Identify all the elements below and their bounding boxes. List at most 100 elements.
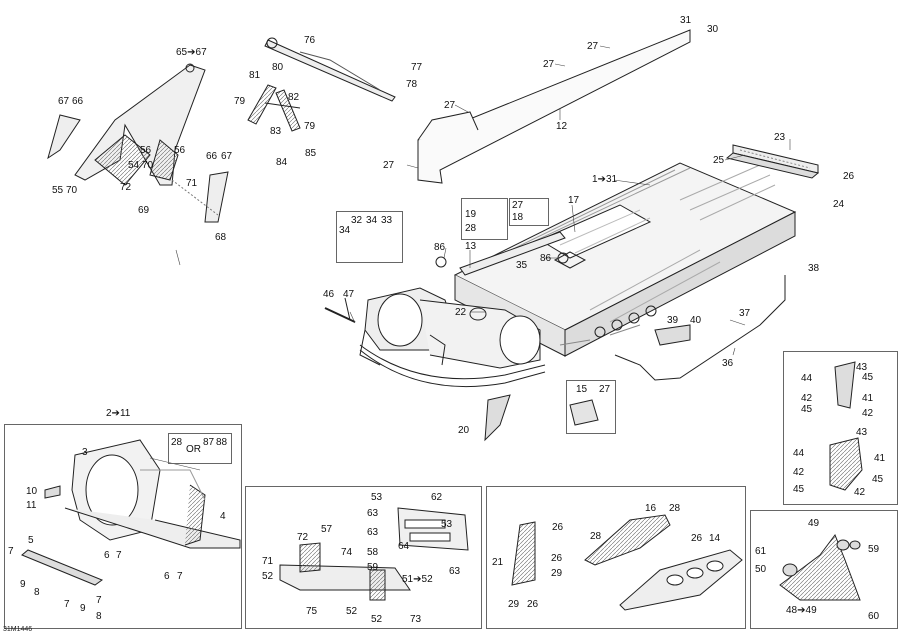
callout-52: 52 xyxy=(371,614,383,625)
callout-26: 26 xyxy=(527,599,539,610)
callout-42: 42 xyxy=(801,393,813,404)
callout-37: 37 xyxy=(739,308,751,319)
callout-53: 53 xyxy=(371,492,383,503)
callout-67: 67 xyxy=(58,96,70,107)
callout-72: 72 xyxy=(297,532,309,543)
callout-7: 7 xyxy=(8,546,14,557)
callout-71: 71 xyxy=(262,556,274,567)
callout-30: 30 xyxy=(707,24,719,35)
bracket-20 xyxy=(484,394,511,442)
callout-7: 7 xyxy=(177,571,183,582)
front-frame xyxy=(359,287,546,388)
callout-42: 42 xyxy=(854,487,866,498)
callout-52: 52 xyxy=(262,571,274,582)
callout-83: 83 xyxy=(270,126,282,137)
callout-86: 86 xyxy=(540,253,552,264)
callout-26: 26 xyxy=(843,171,855,182)
callout-84: 84 xyxy=(276,157,288,168)
rod-36 xyxy=(614,275,786,381)
callout-34: 34 xyxy=(339,225,351,236)
callout-79: 79 xyxy=(234,96,246,107)
callout-73: 73 xyxy=(410,614,422,625)
bracket-15 xyxy=(569,399,599,426)
callout-36: 36 xyxy=(722,358,734,369)
inset-box-cover-parts xyxy=(486,486,746,629)
callout-35: 35 xyxy=(516,260,528,271)
steering-column-support xyxy=(47,63,229,223)
callout-7: 7 xyxy=(64,599,70,610)
callout-80: 80 xyxy=(272,62,284,73)
inset-hitch xyxy=(779,533,861,601)
callout-76: 76 xyxy=(304,35,316,46)
callout-11: 11 xyxy=(26,500,37,511)
callout-64: 64 xyxy=(398,541,410,552)
callout-43: 43 xyxy=(856,427,868,438)
callout-62: 62 xyxy=(431,492,443,503)
callout-60: 60 xyxy=(868,611,880,622)
callout-75: 75 xyxy=(306,606,318,617)
callout-58: 58 xyxy=(367,547,379,558)
callout-28: 28 xyxy=(590,531,602,542)
callout-39: 39 xyxy=(667,315,679,326)
callout-48-49: 48➔49 xyxy=(786,605,817,616)
callout-65-67: 65➔67 xyxy=(176,47,207,58)
callout-25: 25 xyxy=(713,155,725,166)
callout-78: 78 xyxy=(406,79,418,90)
callout-6: 6 xyxy=(164,571,170,582)
callout-33: 33 xyxy=(381,215,393,226)
callout-7: 7 xyxy=(96,595,102,606)
callout-70: 70 xyxy=(66,185,78,196)
inset-cover-parts xyxy=(511,514,743,611)
callout-16: 16 xyxy=(645,503,657,514)
callout-38: 38 xyxy=(808,263,820,274)
callout-70: 70 xyxy=(142,160,154,171)
callout-40: 40 xyxy=(690,315,702,326)
callout-13: 13 xyxy=(465,241,477,252)
callout-20: 20 xyxy=(458,425,470,436)
callout-77: 77 xyxy=(411,62,423,73)
callout-21: 21 xyxy=(492,557,504,568)
callout-66: 66 xyxy=(206,151,218,162)
callout-27: 27 xyxy=(444,100,456,111)
callout-26: 26 xyxy=(551,553,563,564)
callout-8: 8 xyxy=(96,611,102,622)
steering-arm xyxy=(264,37,396,102)
callout-82: 82 xyxy=(288,92,300,103)
callout-45: 45 xyxy=(862,372,874,383)
callout-24: 24 xyxy=(833,199,845,210)
callout-41: 41 xyxy=(874,453,886,464)
callout-85: 85 xyxy=(305,148,317,159)
callout-56: 56 xyxy=(174,145,186,156)
callout-42: 42 xyxy=(793,467,805,478)
inset-box-15-27 xyxy=(566,380,616,434)
callout-26: 26 xyxy=(691,533,703,544)
callout-27: 27 xyxy=(383,160,395,171)
inset-box-32-34 xyxy=(336,211,403,263)
callout-2-11: 2➔11 xyxy=(106,408,131,419)
callout-26: 26 xyxy=(552,522,564,533)
callout-27: 27 xyxy=(543,59,555,70)
callout-32: 32 xyxy=(351,215,363,226)
callout-14: 14 xyxy=(709,533,721,544)
bracket-set xyxy=(247,84,301,132)
callout-67: 67 xyxy=(221,151,233,162)
inset-support-frame xyxy=(279,507,469,601)
callout-44: 44 xyxy=(801,373,813,384)
callout-27: 27 xyxy=(599,384,611,395)
callout-18: 18 xyxy=(512,212,524,223)
callout-63: 63 xyxy=(449,566,461,577)
inset-box-option-28-87-88 xyxy=(168,433,232,464)
callout-31: 31 xyxy=(680,15,692,26)
callout-29: 29 xyxy=(508,599,520,610)
callout-47: 47 xyxy=(343,289,355,300)
callout-87: 87 xyxy=(203,437,215,448)
callout-86: 86 xyxy=(434,242,446,253)
callout-55: 55 xyxy=(52,185,64,196)
callout-42: 42 xyxy=(862,408,874,419)
callout-10: 10 xyxy=(26,486,38,497)
callout-9: 9 xyxy=(80,603,86,614)
callout-56: 56 xyxy=(140,145,152,156)
callout-59: 59 xyxy=(868,544,880,555)
inset-box-front-frame xyxy=(4,424,242,629)
